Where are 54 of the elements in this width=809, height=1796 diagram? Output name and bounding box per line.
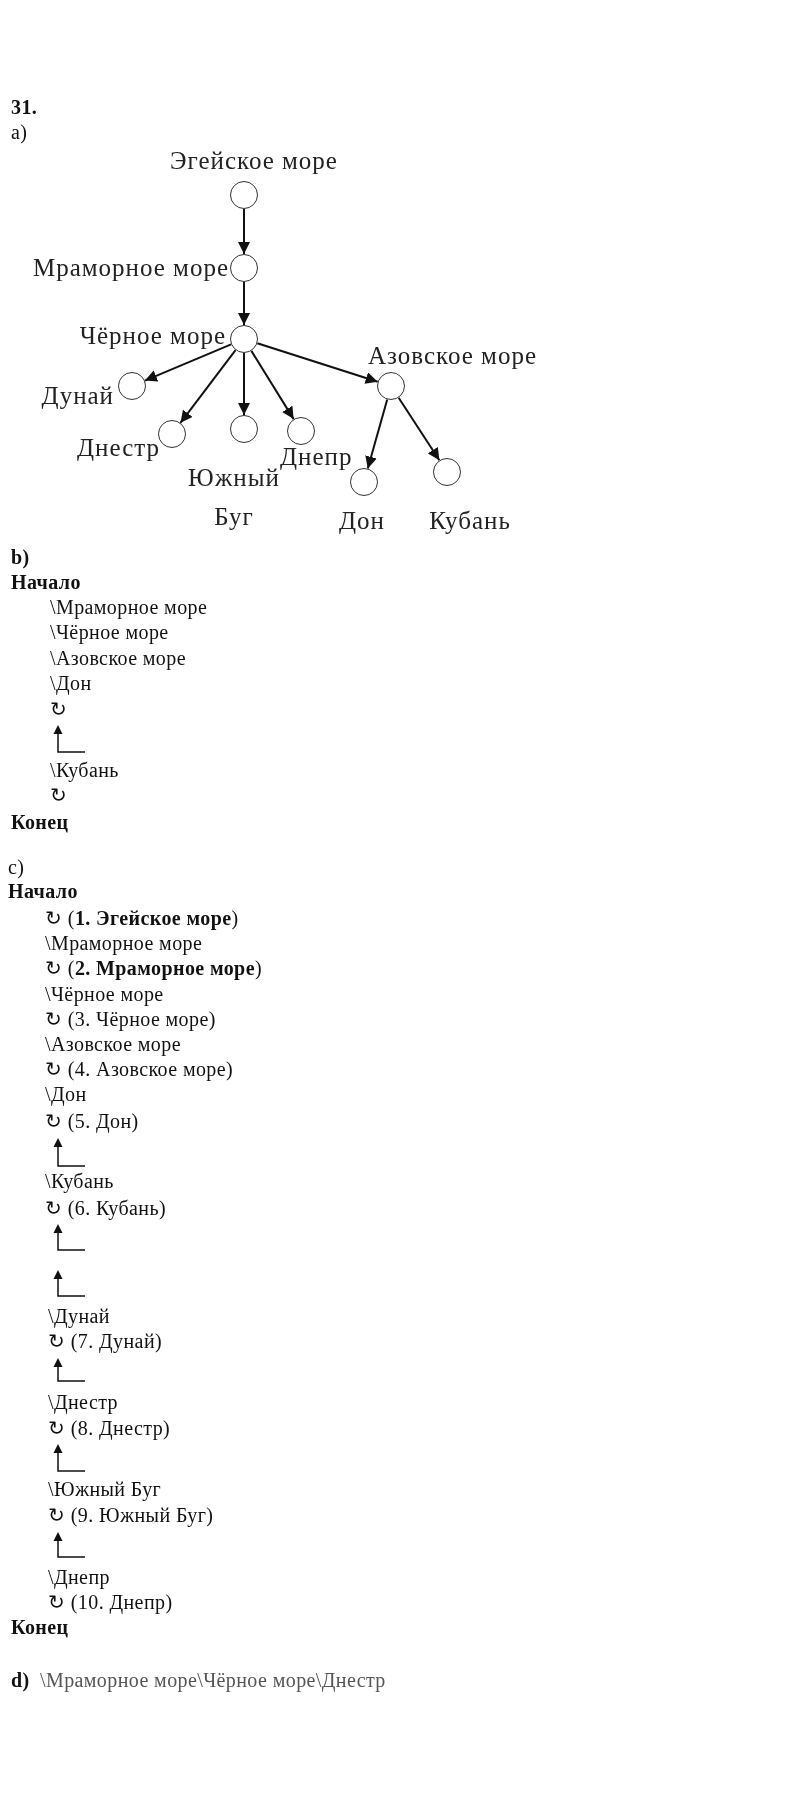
node-label: Дон [339,505,385,536]
node-label: Чёрное море [79,320,226,351]
arrow [397,396,441,462]
path-step: \Мраморное море [45,931,203,955]
arrow [179,349,237,424]
path-step: \Кубань [50,758,119,782]
path-step: \Днестр [48,1390,118,1414]
node-label: Азовское море [368,340,537,371]
task-number: 31. [11,95,38,119]
path-step: ↻ (7. Дунай) [48,1329,163,1353]
arrow [365,398,389,470]
node-label: Дунай [41,380,114,411]
path-step: \Мраморное море [50,595,208,619]
path-step: ↻ (1. Эгейское море) [45,906,239,930]
node-label: Днепр [280,441,353,470]
path-step: ↻ (9. Южный Буг) [48,1503,214,1527]
path-step: ↻ [50,697,68,721]
node-label: Эгейское море [170,145,338,176]
part-label: d) [11,1668,30,1692]
path-sequence: \Мраморное море\Чёрное море\Днестр [40,1668,386,1692]
part-label: b) [11,545,30,569]
path-step: ↻ (4. Азовское море) [45,1057,234,1081]
path-step: ↻ (8. Днестр) [48,1416,171,1440]
path-step: \Чёрное море [50,620,169,644]
end-keyword: Конец [11,810,69,834]
path-step: \Южный Буг [48,1477,162,1501]
arrow [238,352,250,416]
path-step: \Чёрное море [45,982,164,1006]
arrow [250,349,295,421]
arrow [238,208,250,255]
path-step: \Азовское море [50,646,186,670]
path-step: ↻ (10. Днепр) [48,1590,173,1614]
path-step: ↻ (3. Чёрное море) [45,1007,216,1031]
path-step: \Дунай [48,1304,110,1328]
path-step: \Дон [50,671,92,695]
start-keyword: Начало [11,570,81,594]
path-step: \Дон [45,1082,87,1106]
path-step: ↻ (6. Кубань) [45,1196,166,1220]
path-step: \Азовское море [45,1032,181,1056]
part-label: a) [11,120,28,144]
node-label: Мраморное море [32,252,229,283]
path-step: \Кубань [45,1169,114,1193]
start-keyword: Начало [8,879,78,903]
part-label: c) [8,855,25,879]
arrow [256,342,379,384]
end-keyword: Конец [11,1615,69,1639]
path-step: ↻ [50,783,68,807]
path-step: \Днепр [48,1565,110,1589]
arrow [238,281,250,326]
node-label: Днестр [77,432,160,463]
node-label: Южный Буг [188,464,280,532]
path-step: ↻ (5. Дон) [45,1109,139,1133]
path-step: ↻ (2. Мраморное море) [45,956,262,980]
node-label: Кубань [429,505,511,536]
